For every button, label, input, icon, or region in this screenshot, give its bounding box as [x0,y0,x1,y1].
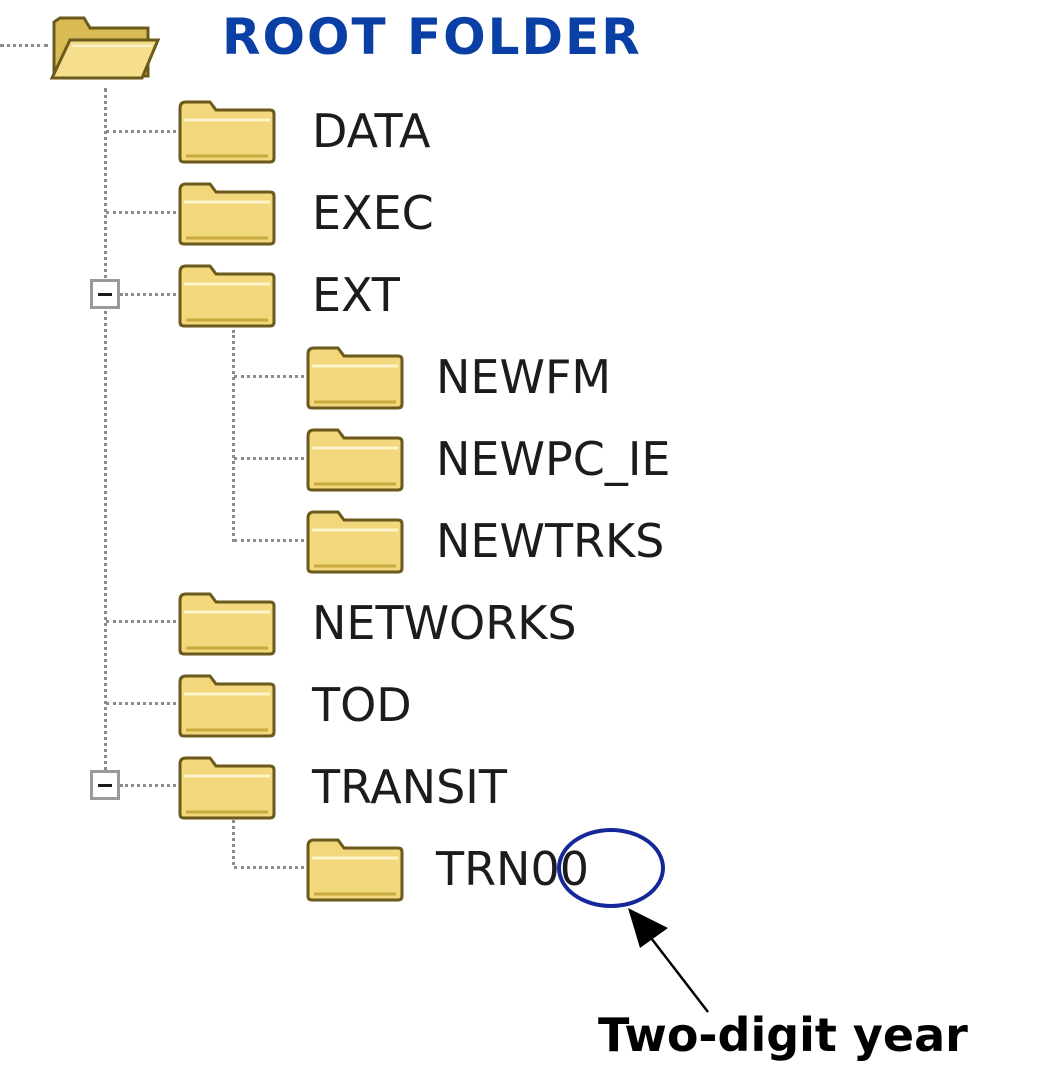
collapse-icon [98,784,112,787]
folder-icon[interactable] [176,668,278,740]
folder-icon[interactable] [176,258,278,330]
root-connector [0,44,48,47]
tree-item-label[interactable]: TRANSIT [312,760,507,814]
folder-icon[interactable] [304,340,406,412]
folder-icon[interactable] [304,504,406,576]
transit-branch-connector [232,820,235,865]
callout-label: Two-digit year [598,1008,968,1062]
exec-connector [106,211,176,214]
folder-icon[interactable] [176,586,278,658]
tree-item-label[interactable]: NEWFM [436,350,612,404]
newpc-connector [234,457,304,460]
newtrks-connector [234,539,304,542]
root-folder-label[interactable]: ROOT FOLDER [222,8,642,66]
data-connector [106,130,176,133]
open-folder-icon[interactable] [48,6,160,82]
folder-icon[interactable] [176,176,278,248]
transit-collapse-toggle[interactable] [90,770,120,800]
year-highlight-circle [557,828,665,908]
collapse-icon [98,293,112,296]
tree-item-label[interactable]: DATA [312,104,431,158]
ext-branch-connector [232,330,235,542]
transit-connector [120,784,176,787]
folder-icon[interactable] [304,422,406,494]
tree-item-label[interactable]: NETWORKS [312,596,577,650]
newfm-connector [234,375,304,378]
folder-icon[interactable] [176,94,278,166]
folder-icon[interactable] [176,750,278,822]
networks-connector [106,620,176,623]
folder-icon[interactable] [304,832,406,904]
ext-connector [120,293,176,296]
tree-item-label[interactable]: NEWPC_IE [436,432,671,486]
tree-item-label[interactable]: NEWTRKS [436,514,665,568]
trn00-connector [234,866,304,869]
trunk-connector [104,88,107,790]
tree-item-label[interactable]: EXT [312,268,400,322]
tod-connector [106,702,176,705]
tree-item-label[interactable]: EXEC [312,186,434,240]
ext-collapse-toggle[interactable] [90,279,120,309]
tree-item-label[interactable]: TOD [312,678,412,732]
